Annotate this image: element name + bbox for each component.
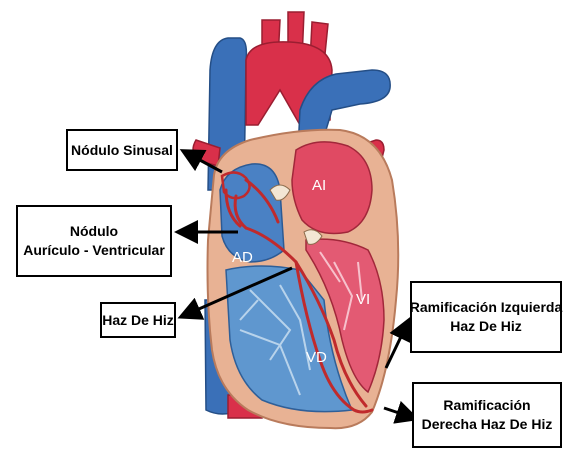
label-ramificacion-derecha: Ramificación Derecha Haz De Hiz [412, 382, 562, 448]
chamber-label-ai: AI [312, 177, 326, 194]
left-atrium [292, 142, 372, 234]
label-ramificacion-izquierda-line1: Ramificación Izquierda [410, 298, 562, 317]
label-nodulo-sinusal: Nódulo Sinusal [66, 129, 178, 171]
chamber-label-ad: AD [232, 249, 253, 266]
chamber-label-vi: VI [356, 291, 370, 308]
label-ramificacion-izquierda-line2: Haz De Hiz [450, 317, 522, 336]
chamber-label-vd: VD [306, 349, 327, 366]
label-nodulo-av-line1: Nódulo [70, 222, 118, 241]
label-nodulo-av-line2: Aurículo - Ventricular [23, 241, 165, 260]
label-nodulo-sinusal-text: Nódulo Sinusal [71, 141, 173, 160]
label-nodulo-av: Nódulo Aurículo - Ventricular [16, 205, 172, 277]
label-haz-de-hiz-text: Haz De Hiz [102, 311, 174, 330]
label-ramificacion-izquierda: Ramificación Izquierda Haz De Hiz [410, 281, 562, 353]
label-ramificacion-derecha-line1: Ramificación [443, 396, 530, 415]
label-haz-de-hiz: Haz De Hiz [100, 302, 176, 338]
label-ramificacion-derecha-line2: Derecha Haz De Hiz [422, 415, 553, 434]
